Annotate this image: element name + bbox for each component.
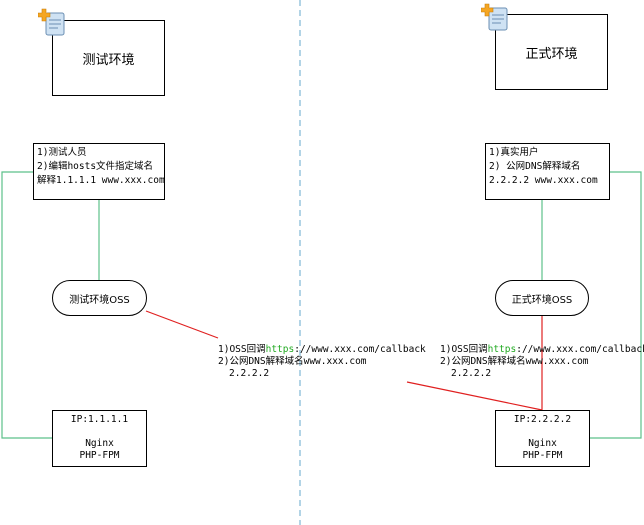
cross-callback-line <box>406 381 543 411</box>
left-ann-line-3: 2.2.2.2 <box>229 368 270 379</box>
right-ann-suffix: ://www.xxx.com/callback <box>516 344 644 355</box>
left-ann-https: https <box>265 344 295 355</box>
left-ann-line-2: 2)公网DNS解释域名www.xxx.com <box>218 356 367 367</box>
right-note-box: 1)真实用户 2) 公网DNS解释域名 2.2.2.2 www.xxx.com <box>485 143 610 200</box>
right-server-php: PHP-FPM <box>522 450 563 461</box>
left-note-box: 1)测试人员 2)编辑hosts文件指定域名 解释1.1.1.1 www.xxx… <box>33 143 165 200</box>
right-server-ip: IP:2.2.2.2 <box>513 414 572 425</box>
left-oss-node: 测试环境OSS <box>52 280 147 316</box>
right-oss-label: 正式环境OSS <box>511 294 573 306</box>
left-oss-callback-line <box>145 310 219 339</box>
document-plus-icon <box>38 8 65 36</box>
right-loop-line <box>590 171 642 439</box>
right-ann-https: https <box>487 344 517 355</box>
right-ann-prefix: 1)OSS回调 <box>440 344 488 355</box>
left-server-php: PHP-FPM <box>79 450 120 461</box>
right-callback-annotation: 1)OSS回调https://www.xxx.com/callback 2)公网… <box>440 344 644 380</box>
left-callback-annotation: 1)OSS回调https://www.xxx.com/callback 2)公网… <box>218 344 426 380</box>
right-note-line-1: 1)真实用户 <box>489 147 539 158</box>
right-ann-line-3: 2.2.2.2 <box>451 368 492 379</box>
right-oss-node: 正式环境OSS <box>495 280 589 316</box>
right-ann-line-2: 2)公网DNS解释域名www.xxx.com <box>440 356 589 367</box>
left-server-box: IP:1.1.1.1 Nginx PHP-FPM <box>52 410 147 467</box>
document-plus-icon <box>481 3 508 31</box>
right-note-line-2: 2) 公网DNS解释域名 <box>489 161 581 172</box>
left-note-line-1: 1)测试人员 <box>37 147 87 158</box>
right-server-box: IP:2.2.2.2 Nginx PHP-FPM <box>495 410 590 467</box>
left-note-line-3: 解释1.1.1.1 www.xxx.com <box>37 175 165 186</box>
right-server-nginx: Nginx <box>528 438 557 449</box>
left-note-line-2: 2)编辑hosts文件指定域名 <box>37 161 154 172</box>
left-ann-suffix: ://www.xxx.com/callback <box>294 344 426 355</box>
left-loop-line <box>1 171 52 439</box>
left-title: 测试环境 <box>82 52 135 68</box>
left-server-nginx: Nginx <box>85 438 114 449</box>
left-oss-label: 测试环境OSS <box>69 294 130 306</box>
left-title-box: 测试环境 <box>52 20 165 96</box>
left-ann-prefix: 1)OSS回调 <box>218 344 266 355</box>
left-server-ip: IP:1.1.1.1 <box>70 414 129 425</box>
right-note-line-3: 2.2.2.2 www.xxx.com <box>489 175 598 186</box>
right-title-box: 正式环境 <box>495 14 608 90</box>
right-title: 正式环境 <box>525 46 578 62</box>
